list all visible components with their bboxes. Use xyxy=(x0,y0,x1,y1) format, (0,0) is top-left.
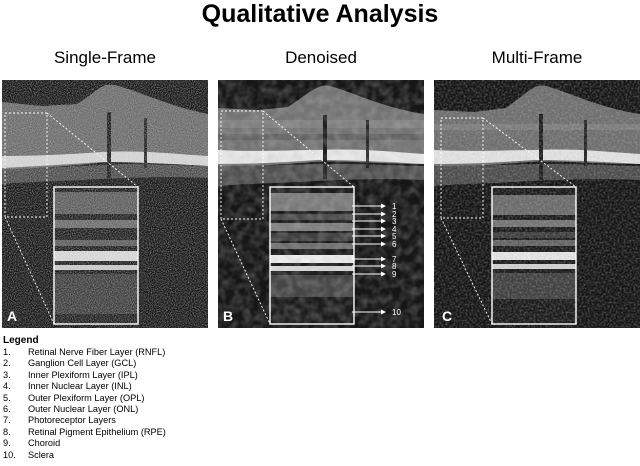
arrow-label-8: 8 xyxy=(392,262,397,271)
legend-item-label: Retinal Pigment Epithelium (RPE) xyxy=(28,426,166,437)
legend-item-number: 4. xyxy=(3,381,11,392)
panel-a-letter: A xyxy=(7,308,17,324)
legend-item-number: 8. xyxy=(3,426,11,437)
arrow-label-10: 10 xyxy=(392,308,401,317)
legend-item: 1. Retinal Nerve Fiber Layer (RNFL) xyxy=(3,347,166,358)
panel-c-letter: C xyxy=(442,308,452,324)
legend-item: 6. Outer Nuclear Layer (ONL) xyxy=(3,404,166,415)
legend-item-label: Sclera xyxy=(28,449,55,460)
figure-title: Qualitative Analysis xyxy=(201,0,439,28)
legend-item-number: 2. xyxy=(3,358,11,369)
legend-list: 1. Retinal Nerve Fiber Layer (RNFL) 2. Gan… xyxy=(3,347,166,461)
legend-item: 10. Sclera xyxy=(3,450,166,461)
legend-item-number: 3. xyxy=(3,369,11,380)
legend-item-label: Inner Plexiform Layer (IPL) xyxy=(28,369,138,380)
panel-b-oct-image: 1 2 3 4 5 6 7 8 9 10 B xyxy=(218,80,424,328)
legend-item-label: Inner Nuclear Layer (INL) xyxy=(28,381,132,392)
legend-item-number: 7. xyxy=(3,415,11,426)
legend-item: 4. Inner Nuclear Layer (INL) xyxy=(3,381,166,392)
legend-item-label: Outer Nuclear Layer (ONL) xyxy=(28,404,139,415)
panel-b-heading: Denoised xyxy=(285,48,357,67)
arrow-label-5: 5 xyxy=(392,232,397,241)
legend-item: 7. Photoreceptor Layers xyxy=(3,415,166,426)
arrow-label-1: 1 xyxy=(392,202,397,211)
legend-item-label: Ganglion Cell Layer (GCL) xyxy=(28,358,137,369)
legend-item-label: Retinal Nerve Fiber Layer (RNFL) xyxy=(28,347,166,357)
panel-a-heading: Single-Frame xyxy=(53,48,157,67)
legend-item-number: 9. xyxy=(3,438,11,449)
panel-a-oct-image: A xyxy=(2,80,208,328)
legend-title: Legend xyxy=(3,335,39,346)
panel-c-heading: Multi-Frame xyxy=(491,48,583,67)
legend-item-label: Outer Plexiform Layer (OPL) xyxy=(28,392,145,403)
legend-item-number: 10. xyxy=(3,449,16,460)
legend-item: 5. Outer Plexiform Layer (OPL) xyxy=(3,393,166,404)
legend-item: 2. Ganglion Cell Layer (GCL) xyxy=(3,358,166,369)
arrow-label-3: 3 xyxy=(392,217,397,226)
arrow-label-6: 6 xyxy=(392,240,397,249)
legend-item: 9. Choroid xyxy=(3,438,166,449)
legend-item-label: Choroid xyxy=(28,438,61,449)
arrow-label-4: 4 xyxy=(392,225,397,234)
legend-item-number: 5. xyxy=(3,392,11,403)
legend-item: 8. Retinal Pigment Epithelium (RPE) xyxy=(3,427,166,438)
arrow-label-9: 9 xyxy=(392,270,397,279)
panel-b-letter: B xyxy=(223,308,233,324)
arrow-label-2: 2 xyxy=(392,210,397,219)
legend-item-number: 1. xyxy=(3,347,11,357)
legend-item-number: 6. xyxy=(3,404,11,415)
legend-item: 3. Inner Plexiform Layer (IPL) xyxy=(3,370,166,381)
panel-c-oct-image: C xyxy=(434,80,640,328)
legend-item-label: Photoreceptor Layers xyxy=(28,415,116,426)
arrow-label-7: 7 xyxy=(392,255,397,264)
